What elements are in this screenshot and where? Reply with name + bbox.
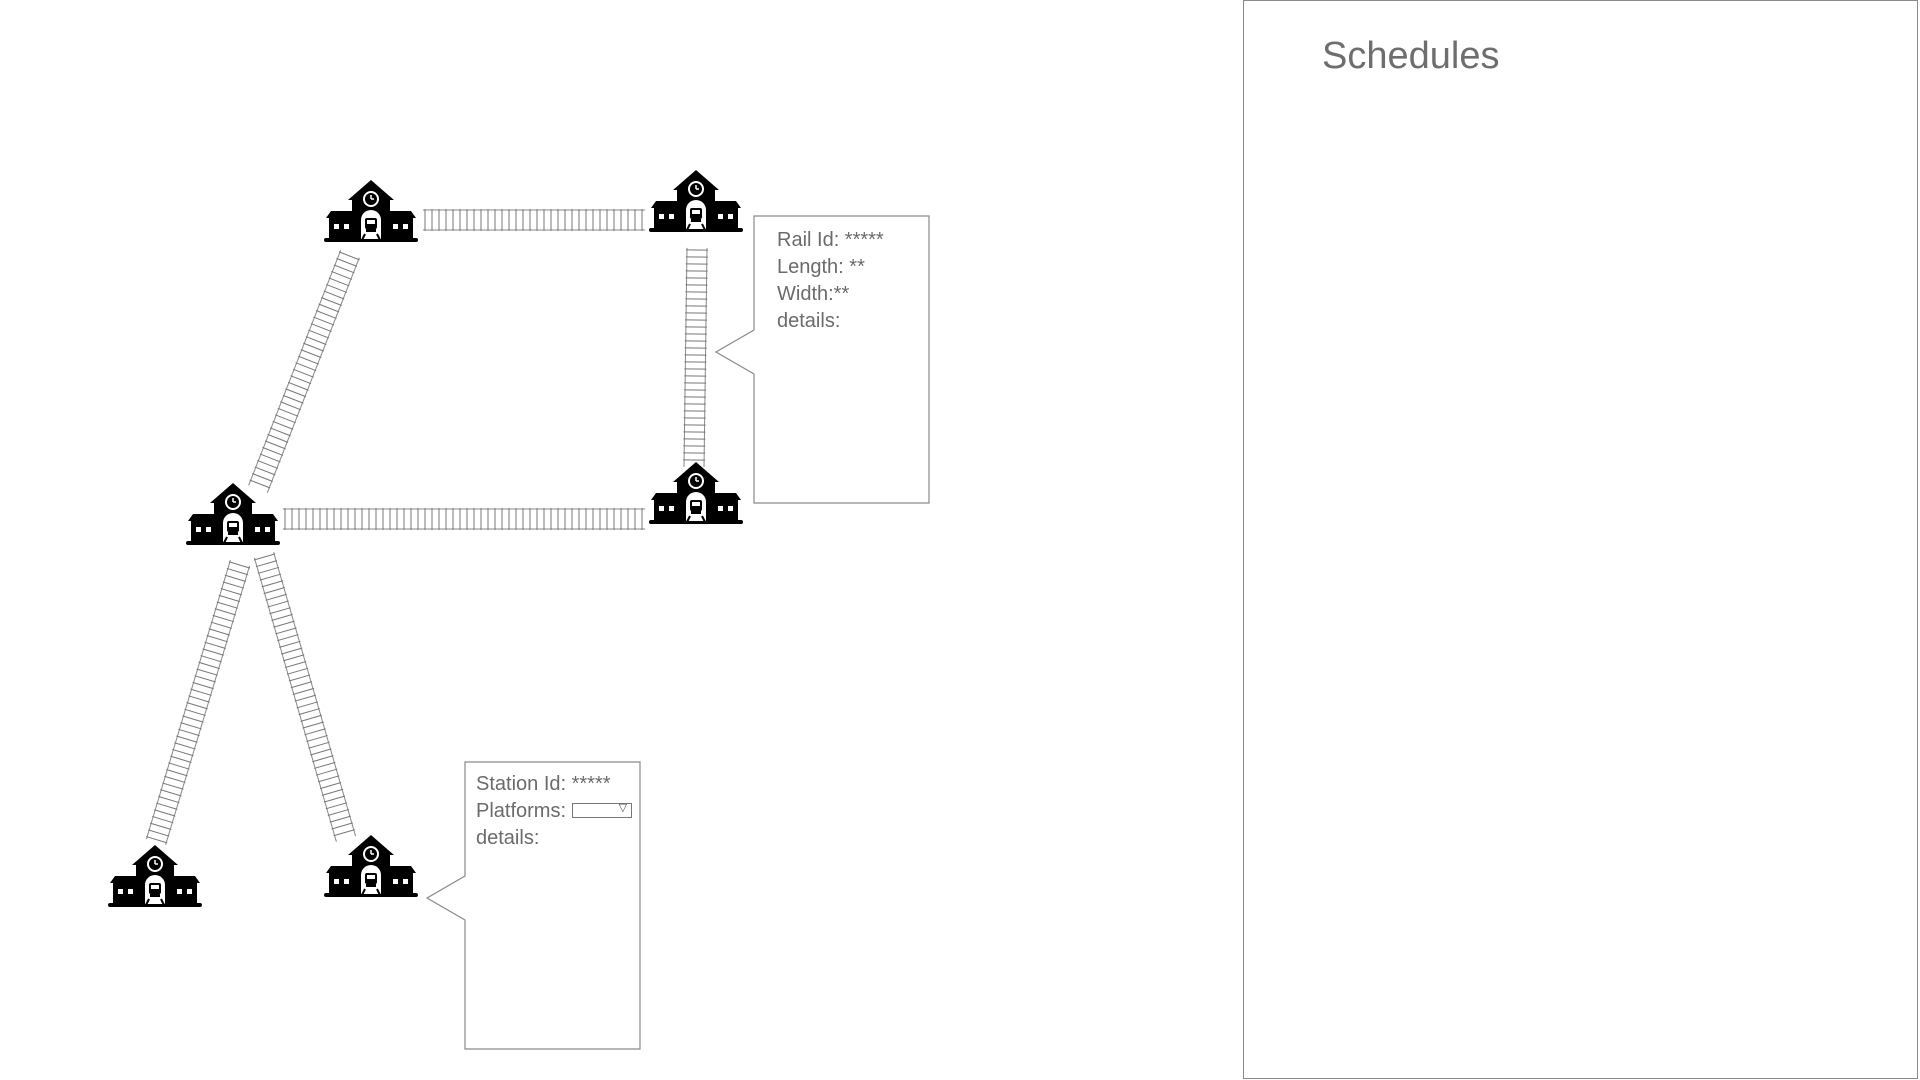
station-middle-right[interactable] bbox=[648, 461, 744, 525]
platforms-label: Platforms: bbox=[476, 800, 567, 822]
station-bottom-middle[interactable] bbox=[323, 834, 419, 898]
track-top[interactable] bbox=[423, 209, 645, 231]
track-left-to-bottom-middle[interactable] bbox=[253, 552, 357, 842]
platforms-row: Platforms: ▽ bbox=[476, 798, 633, 825]
station-popup: Station Id: ***** Platforms: ▽ details: bbox=[476, 771, 633, 852]
rail-width-label: Width:** bbox=[777, 283, 850, 305]
rail-length-label: Length: ** bbox=[777, 256, 865, 278]
station-bottom-left[interactable] bbox=[107, 844, 203, 908]
station-middle-left[interactable] bbox=[185, 482, 281, 546]
track-middle[interactable] bbox=[283, 508, 645, 530]
station-id-label: Station Id: ***** bbox=[476, 773, 611, 795]
station-popup-callout bbox=[425, 761, 641, 1050]
station-details-label: details: bbox=[476, 827, 540, 849]
rail-popup: Rail Id: ***** Length: ** Width:** detai… bbox=[777, 227, 884, 335]
track-top-left-diagonal[interactable] bbox=[248, 250, 360, 493]
schedules-title: Schedules bbox=[1322, 35, 1500, 77]
rail-tracks bbox=[145, 209, 708, 846]
station-top-right[interactable] bbox=[648, 169, 744, 233]
track-top-right-vertical[interactable] bbox=[683, 247, 708, 468]
platforms-dropdown[interactable]: ▽ bbox=[572, 801, 633, 818]
track-left-to-bottom-left[interactable] bbox=[145, 559, 251, 846]
schedules-panel: Schedules bbox=[1243, 0, 1918, 1079]
rail-details-label: details: bbox=[777, 310, 841, 332]
rail-id-label: Rail Id: ***** bbox=[777, 229, 884, 251]
stations bbox=[107, 169, 744, 908]
triangle-down-icon: ▽ bbox=[618, 801, 628, 814]
rail-popup-callout bbox=[714, 215, 930, 504]
station-top-left[interactable] bbox=[323, 179, 419, 243]
